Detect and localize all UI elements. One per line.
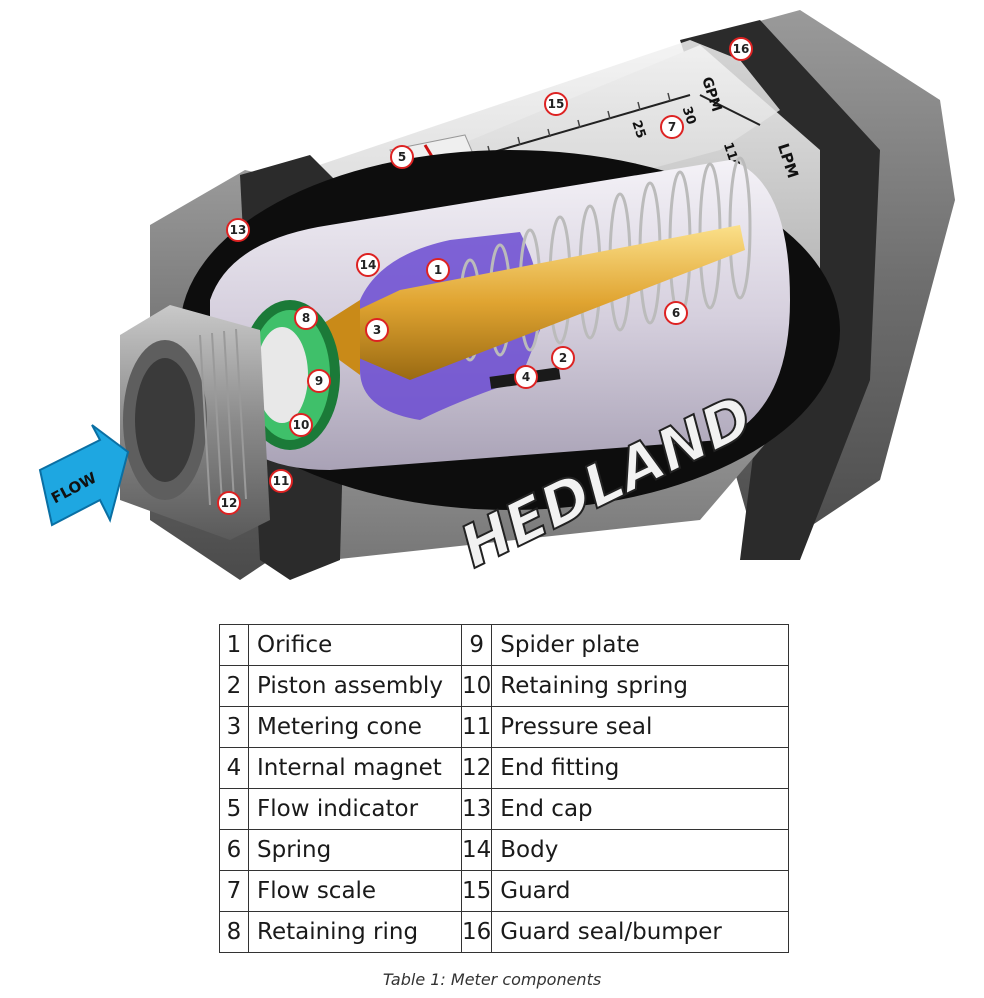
right-number: 15	[460, 870, 493, 912]
svg-text:14: 14	[360, 258, 377, 272]
table-row: 8 Retaining ring 16 Guard seal/bumper	[219, 911, 789, 953]
right-number: 12	[460, 747, 493, 789]
scale-gpm-30: 30	[679, 105, 699, 127]
svg-text:13: 13	[230, 223, 247, 237]
left-number: 7	[219, 870, 249, 912]
left-number: 8	[219, 911, 249, 953]
left-number: 2	[219, 665, 249, 707]
svg-text:16: 16	[733, 42, 750, 56]
callout-11: 11	[269, 469, 293, 493]
callout-12: 12	[217, 491, 241, 515]
left-component: Orifice	[248, 624, 462, 666]
left-component: Internal magnet	[248, 747, 462, 789]
svg-text:15: 15	[548, 97, 565, 111]
callout-4: 4	[514, 365, 538, 389]
svg-text:1: 1	[434, 263, 442, 277]
callout-16: 16	[729, 37, 753, 61]
svg-text:8: 8	[302, 311, 310, 325]
svg-text:3: 3	[373, 323, 381, 337]
callout-14: 14	[356, 253, 380, 277]
right-component: Pressure seal	[491, 706, 789, 748]
right-component: End cap	[491, 788, 789, 830]
right-component: Body	[491, 829, 789, 871]
svg-text:6: 6	[672, 306, 680, 320]
svg-text:5: 5	[398, 150, 406, 164]
right-number: 10	[460, 665, 493, 707]
right-number: 11	[460, 706, 493, 748]
end-fitting	[120, 305, 270, 540]
right-component: Spider plate	[491, 624, 789, 666]
callout-7: 7	[660, 115, 684, 139]
left-component: Retaining ring	[248, 911, 462, 953]
right-component: Guard	[491, 870, 789, 912]
callouts: 1 2 3 4 5 6 7 8 9 10 11 12 13 14 15 16	[217, 37, 753, 515]
table-row: 1 Orifice 9 Spider plate	[219, 624, 789, 666]
svg-text:9: 9	[315, 374, 323, 388]
left-component: Flow scale	[248, 870, 462, 912]
svg-text:4: 4	[522, 370, 530, 384]
right-number: 9	[460, 624, 493, 666]
flow-arrow: FLOW	[38, 424, 130, 527]
right-number: 14	[460, 829, 493, 871]
callout-13: 13	[226, 218, 250, 242]
table-row: 5 Flow indicator 13 End cap	[219, 788, 789, 830]
table-row: 6 Spring 14 Body	[219, 829, 789, 871]
left-component: Spring	[248, 829, 462, 871]
left-number: 1	[219, 624, 249, 666]
callout-5: 5	[390, 145, 414, 169]
callout-3: 3	[365, 318, 389, 342]
right-number: 16	[460, 911, 493, 953]
callout-15: 15	[544, 92, 568, 116]
svg-text:7: 7	[668, 120, 676, 134]
table-row: 2 Piston assembly 10 Retaining spring	[219, 665, 789, 707]
svg-text:10: 10	[293, 418, 310, 432]
callout-8: 8	[294, 306, 318, 330]
left-component: Piston assembly	[248, 665, 462, 707]
callout-9: 9	[307, 369, 331, 393]
callout-1: 1	[426, 258, 450, 282]
callout-10: 10	[289, 413, 313, 437]
components-table: 1 Orifice 9 Spider plate 2 Piston assemb…	[219, 624, 789, 953]
left-number: 4	[219, 747, 249, 789]
table-row: 7 Flow scale 15 Guard	[219, 870, 789, 912]
right-component: Retaining spring	[491, 665, 789, 707]
left-component: Metering cone	[248, 706, 462, 748]
left-number: 5	[219, 788, 249, 830]
flow-meter-illustration: GPM 30 25 110 LPM	[38, 10, 955, 582]
table-row: 4 Internal magnet 12 End fitting	[219, 747, 789, 789]
right-number: 13	[460, 788, 493, 830]
right-component: End fitting	[491, 747, 789, 789]
table-row: 3 Metering cone 11 Pressure seal	[219, 706, 789, 748]
spider-plate	[240, 300, 340, 450]
callout-6: 6	[664, 301, 688, 325]
table-caption: Table 1: Meter components	[382, 970, 602, 989]
left-number: 3	[219, 706, 249, 748]
right-component: Guard seal/bumper	[491, 911, 789, 953]
svg-text:12: 12	[221, 496, 238, 510]
left-component: Flow indicator	[248, 788, 462, 830]
callout-2: 2	[551, 346, 575, 370]
metering-cone	[305, 225, 745, 380]
scale-gpm-25: 25	[628, 119, 648, 141]
svg-text:11: 11	[273, 474, 290, 488]
svg-text:2: 2	[559, 351, 567, 365]
left-number: 6	[219, 829, 249, 871]
